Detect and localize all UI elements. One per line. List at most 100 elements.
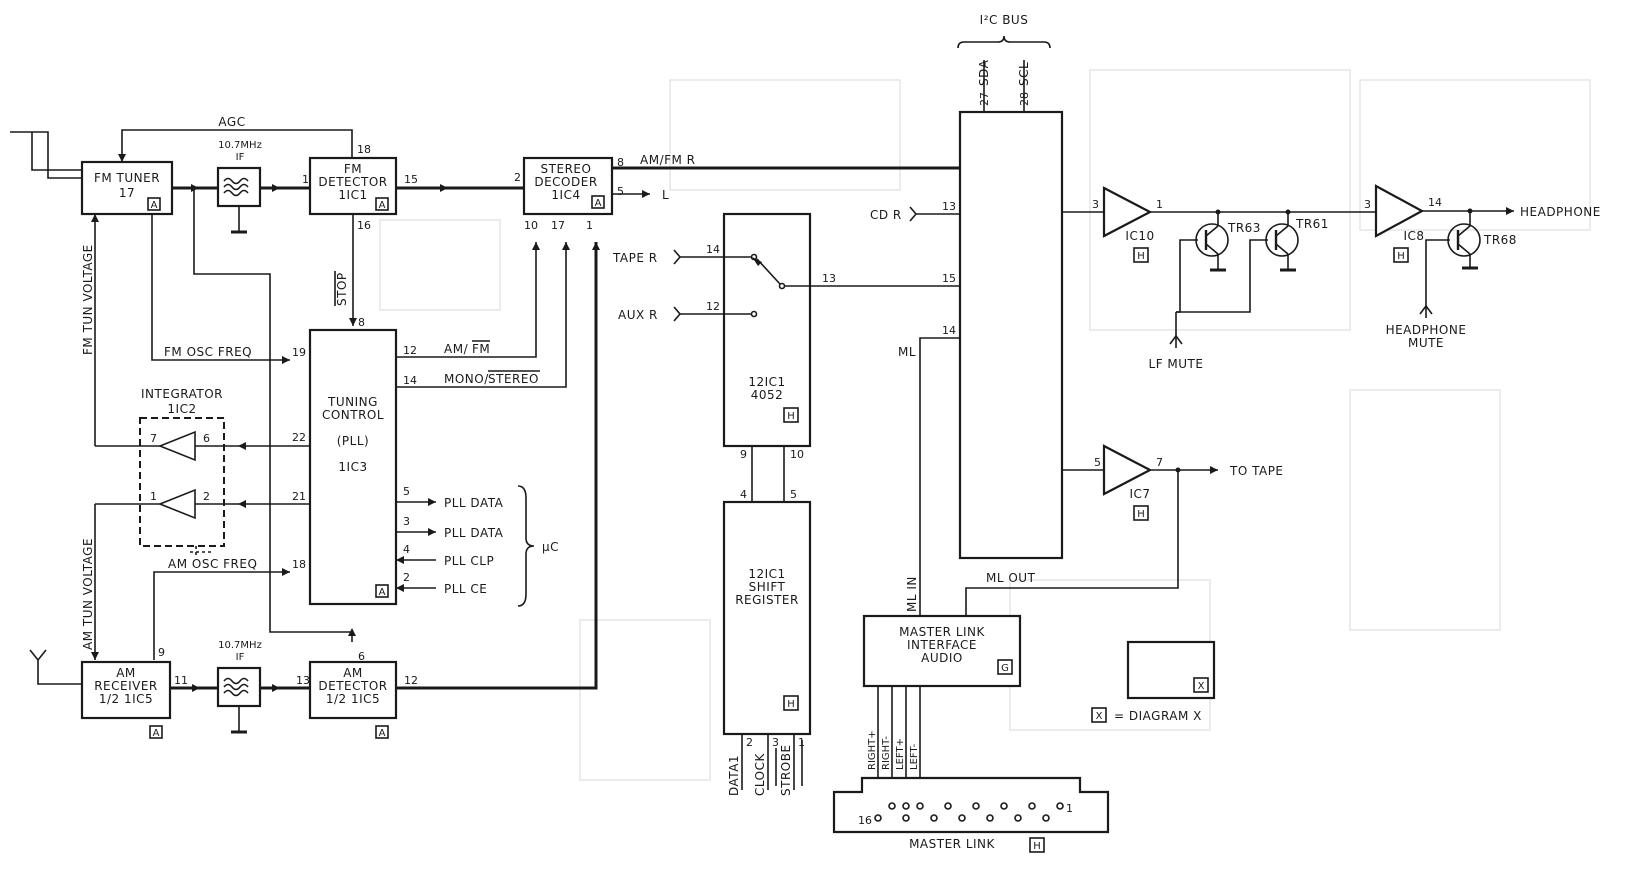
am-receiver-ref-box — [149, 725, 163, 739]
pin-sd-in: 2 — [514, 171, 521, 184]
headphone-mute-label-2: MUTE — [1408, 336, 1444, 350]
pin-tc-21: 21 — [292, 490, 306, 503]
pin-sr-2: 2 — [746, 736, 753, 749]
fm-tuner-label: FM TUNER — [94, 171, 160, 185]
stereo-decoder-ref-box — [591, 195, 605, 209]
ic7-ref: H — [1137, 509, 1145, 520]
pin-tc-19: 19 — [292, 346, 306, 359]
pin-tc-3: 3 — [403, 515, 410, 528]
shift-register-label-1: SHIFT — [749, 580, 786, 594]
ml-pin-first: 16 — [858, 814, 872, 827]
selector-ref-box — [783, 407, 799, 423]
pin-am-det-12: 12 — [404, 674, 418, 687]
selector-part: 4052 — [751, 388, 784, 402]
diagram-x-block — [1126, 640, 1216, 700]
pll-ce-label: PLL CE — [444, 582, 487, 596]
aux-r-label: AUX R — [618, 308, 658, 322]
tr68-label: TR68 — [1483, 233, 1517, 247]
pin-sr-4: 4 — [740, 488, 747, 501]
pin-sel-12: 12 — [706, 300, 720, 313]
fm-antenna-icon — [10, 131, 82, 179]
am-fm-label: AM/ — [444, 342, 469, 356]
mono-label: MONO/ — [444, 372, 489, 386]
mli-ref: G — [1001, 663, 1009, 674]
fm-detector-block — [308, 156, 398, 216]
fm-detector-ref: A — [379, 200, 386, 211]
ml-in-label: ML IN — [905, 576, 919, 612]
ic8-ref-box — [1393, 247, 1409, 263]
mli-label-1: MASTER LINK — [899, 625, 985, 639]
pin-sd-17: 17 — [551, 219, 565, 232]
pin-sel-13: 13 — [822, 272, 836, 285]
ml-out-label: ML OUT — [986, 571, 1036, 585]
stereo-decoder-block — [522, 156, 614, 216]
agc-wire — [121, 129, 353, 172]
integrator-opamp-upper — [157, 430, 196, 462]
shift-register-ref-box — [783, 695, 799, 711]
integrator-ic: 1IC2 — [167, 402, 196, 416]
pin-am-rx-11: 11 — [174, 674, 188, 687]
pin-tc-12: 12 — [403, 344, 417, 357]
pin-tc-4: 4 — [403, 543, 410, 556]
diagram-x-legend-ref: X — [1096, 711, 1103, 722]
am-detector-ref: A — [379, 728, 386, 739]
pin-sel-14: 14 — [706, 243, 720, 256]
am-osc-freq-label: AM OSC FREQ — [168, 557, 257, 571]
pin-am-det-13: 13 — [296, 674, 310, 687]
ml-pin-last: 1 — [1066, 802, 1073, 815]
tuning-control-label-1: TUNING — [327, 395, 378, 409]
fm-tuner-ref: A — [151, 200, 158, 211]
pin-am-det-6: 6 — [358, 650, 365, 663]
diagram-x-ref: X — [1198, 681, 1205, 692]
pin-tc-5: 5 — [403, 485, 410, 498]
am-fm-control-wire — [396, 242, 537, 358]
pin-bus-14: 14 — [942, 324, 956, 337]
fm-if-label: IF — [236, 152, 245, 163]
audio-processor-block — [958, 110, 1064, 560]
pin-bus-15: 15 — [942, 272, 956, 285]
pin-sr-3: 3 — [772, 736, 779, 749]
selector-4052-block — [722, 212, 812, 448]
agc-label: AGC — [218, 115, 245, 129]
tr61-transistor-icon — [1265, 209, 1299, 272]
am-if-filter-icon — [223, 677, 249, 734]
ml-out-wire — [965, 470, 1179, 616]
tr63-transistor-icon — [1195, 209, 1229, 272]
diagram-x-ref-box — [1193, 677, 1209, 693]
am-fm-bar-label: FM — [472, 342, 490, 356]
am-osc-freq-wire — [153, 571, 290, 660]
i2c-brace — [957, 35, 1051, 49]
fm-detector-label-2: DETECTOR — [318, 175, 387, 189]
tuning-control-label-3: (PLL) — [337, 434, 369, 448]
ic8-ref: H — [1397, 251, 1405, 262]
stereo-decoder-label-2: DECODER — [534, 175, 597, 189]
integrator-label: INTEGRATOR — [141, 387, 223, 401]
l-out-label: L — [662, 188, 669, 202]
i2c-sda-label: SDA — [977, 59, 991, 86]
pin-fm-det-agc: 18 — [357, 143, 371, 156]
pin-tc-2: 2 — [403, 571, 410, 584]
lf-mute-label: LF MUTE — [1149, 357, 1204, 371]
am-receiver-label-2: RECEIVER — [94, 679, 158, 693]
master-link-pins — [874, 802, 1064, 822]
am-receiver-ic: 1/2 1IC5 — [99, 692, 153, 706]
tr68-transistor-icon — [1447, 208, 1481, 270]
pin-tc-22: 22 — [292, 431, 306, 444]
pin-sr-5: 5 — [790, 488, 797, 501]
am-detector-to-decoder — [396, 242, 598, 690]
pin-fm-det-in: 1 — [302, 173, 309, 186]
pin-int-7: 7 — [150, 432, 157, 445]
fm-detector-label-1: FM — [344, 162, 362, 176]
fm-osc-freq-label: FM OSC FREQ — [164, 345, 252, 359]
am-receiver-block — [80, 660, 172, 720]
shift-register-ic: 12IC1 — [748, 567, 785, 581]
stereo-bar-label: STEREO — [488, 372, 539, 386]
pin-tc-top: 8 — [358, 316, 365, 329]
right-minus-label: RIGHT- — [881, 736, 892, 770]
tuning-control-ref-box — [375, 584, 389, 598]
fm-osc-freq-wire — [151, 214, 290, 361]
strobe-label: STROBE — [779, 744, 793, 796]
headphone-mute-label-1: HEADPHONE — [1386, 323, 1467, 337]
pin-ic7-in: 5 — [1094, 456, 1101, 469]
headphone-mute-wire — [1425, 239, 1450, 318]
